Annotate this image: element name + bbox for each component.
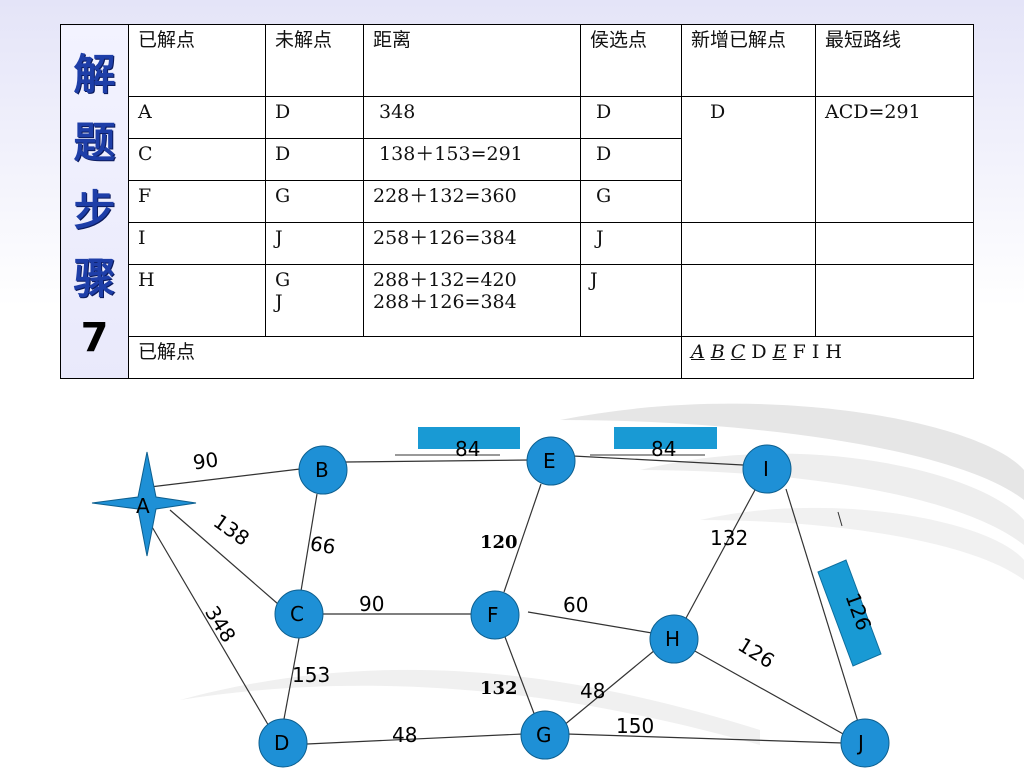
edge-label-cf: 90 <box>359 592 384 616</box>
node-label-i: I <box>763 457 769 481</box>
node-label-f: F <box>487 603 499 627</box>
cell-solved: H <box>128 264 266 337</box>
edge-label-gj: 150 <box>616 714 654 738</box>
solution-steps-table: 解 题 步 骤 7 已解点 未解点 距离 侯选点 新增已解点 最短路线 A D … <box>60 24 974 379</box>
footer-label: 已解点 <box>128 336 682 379</box>
edge-label-bc: 66 <box>308 531 337 559</box>
edge-label-hj: 126 <box>734 633 779 674</box>
cell-empty <box>681 222 816 265</box>
footer-solved-points: A B C D E F I H <box>681 336 974 379</box>
edge-label-cd: 153 <box>292 663 330 687</box>
cell-candidate: J <box>580 264 682 337</box>
header-unsolved: 未解点 <box>265 24 364 97</box>
cell-distance: 348 <box>363 96 581 139</box>
cell-unsolved: D <box>265 96 364 139</box>
edge-label-ab: 90 <box>191 447 220 474</box>
edge-label-ei: 84 <box>651 437 676 461</box>
edge-label-dg: 48 <box>392 723 417 747</box>
cell-solved: C <box>128 138 266 181</box>
edge-label-ad: 348 <box>200 602 241 647</box>
edge-label-fh: 60 <box>563 593 588 617</box>
header-shortest-route: 最短路线 <box>815 24 974 97</box>
step-title: 解 题 步 骤 7 <box>60 24 129 379</box>
cell-empty <box>681 264 816 337</box>
header-distance: 距离 <box>363 24 581 97</box>
cell-shortest-route: ACD=291 <box>815 96 974 223</box>
table-row: I J 258＋126=384 J <box>61 222 974 265</box>
node-label-g: G <box>536 723 552 747</box>
header-candidate: 侯选点 <box>580 24 682 97</box>
title-char: 题 <box>73 117 116 167</box>
cell-empty <box>815 264 974 337</box>
node-label-b: B <box>315 458 329 482</box>
node-label-j: J <box>856 731 864 755</box>
title-char: 解 <box>73 49 116 99</box>
node-label-h: H <box>665 627 680 651</box>
table-row: A D 348 D D ACD=291 <box>61 96 974 223</box>
cell-distance: 228＋132=360 <box>363 180 581 223</box>
edge-label-be: 84 <box>455 437 480 461</box>
step-number: 7 <box>80 314 109 361</box>
cell-candidate: D <box>580 96 682 139</box>
edge-label-fg: 132 <box>480 678 518 699</box>
new-solved-value: D <box>710 101 726 123</box>
banner-ij <box>817 559 882 667</box>
node-a-star <box>91 451 197 557</box>
edge-label-ac: 138 <box>209 509 254 551</box>
header-new-solved: 新增已解点 <box>681 24 816 97</box>
graph-nodes: B C D E F G H I J <box>258 436 890 768</box>
node-label-c: C <box>290 602 304 626</box>
banner-be <box>418 427 520 449</box>
graph-edges <box>147 455 859 745</box>
header-solved: 已解点 <box>128 24 266 97</box>
title-char: 骤 <box>73 253 116 303</box>
node-label-e: E <box>543 449 556 473</box>
table-row: C D 138＋153=291 D <box>61 138 974 181</box>
cell-distance: 258＋126=384 <box>363 222 581 265</box>
edge-label-ef: 120 <box>480 532 518 553</box>
cell-solved: A <box>128 96 266 139</box>
cell-empty <box>815 222 974 265</box>
table-row: F G 228＋132=360 G <box>61 180 974 223</box>
edge-label-gh: 48 <box>580 679 605 703</box>
node-label-d: D <box>274 731 289 755</box>
table-footer: 已解点 A B C D E F I H <box>61 336 974 379</box>
cell-candidate: D <box>580 138 682 181</box>
cell-unsolved: G <box>265 180 364 223</box>
title-char: 步 <box>73 185 116 235</box>
edge-label-ih: 132 <box>710 526 748 550</box>
banner-ei <box>614 427 717 449</box>
node-label-a: A <box>136 494 150 518</box>
cell-unsolved: D <box>265 138 364 181</box>
